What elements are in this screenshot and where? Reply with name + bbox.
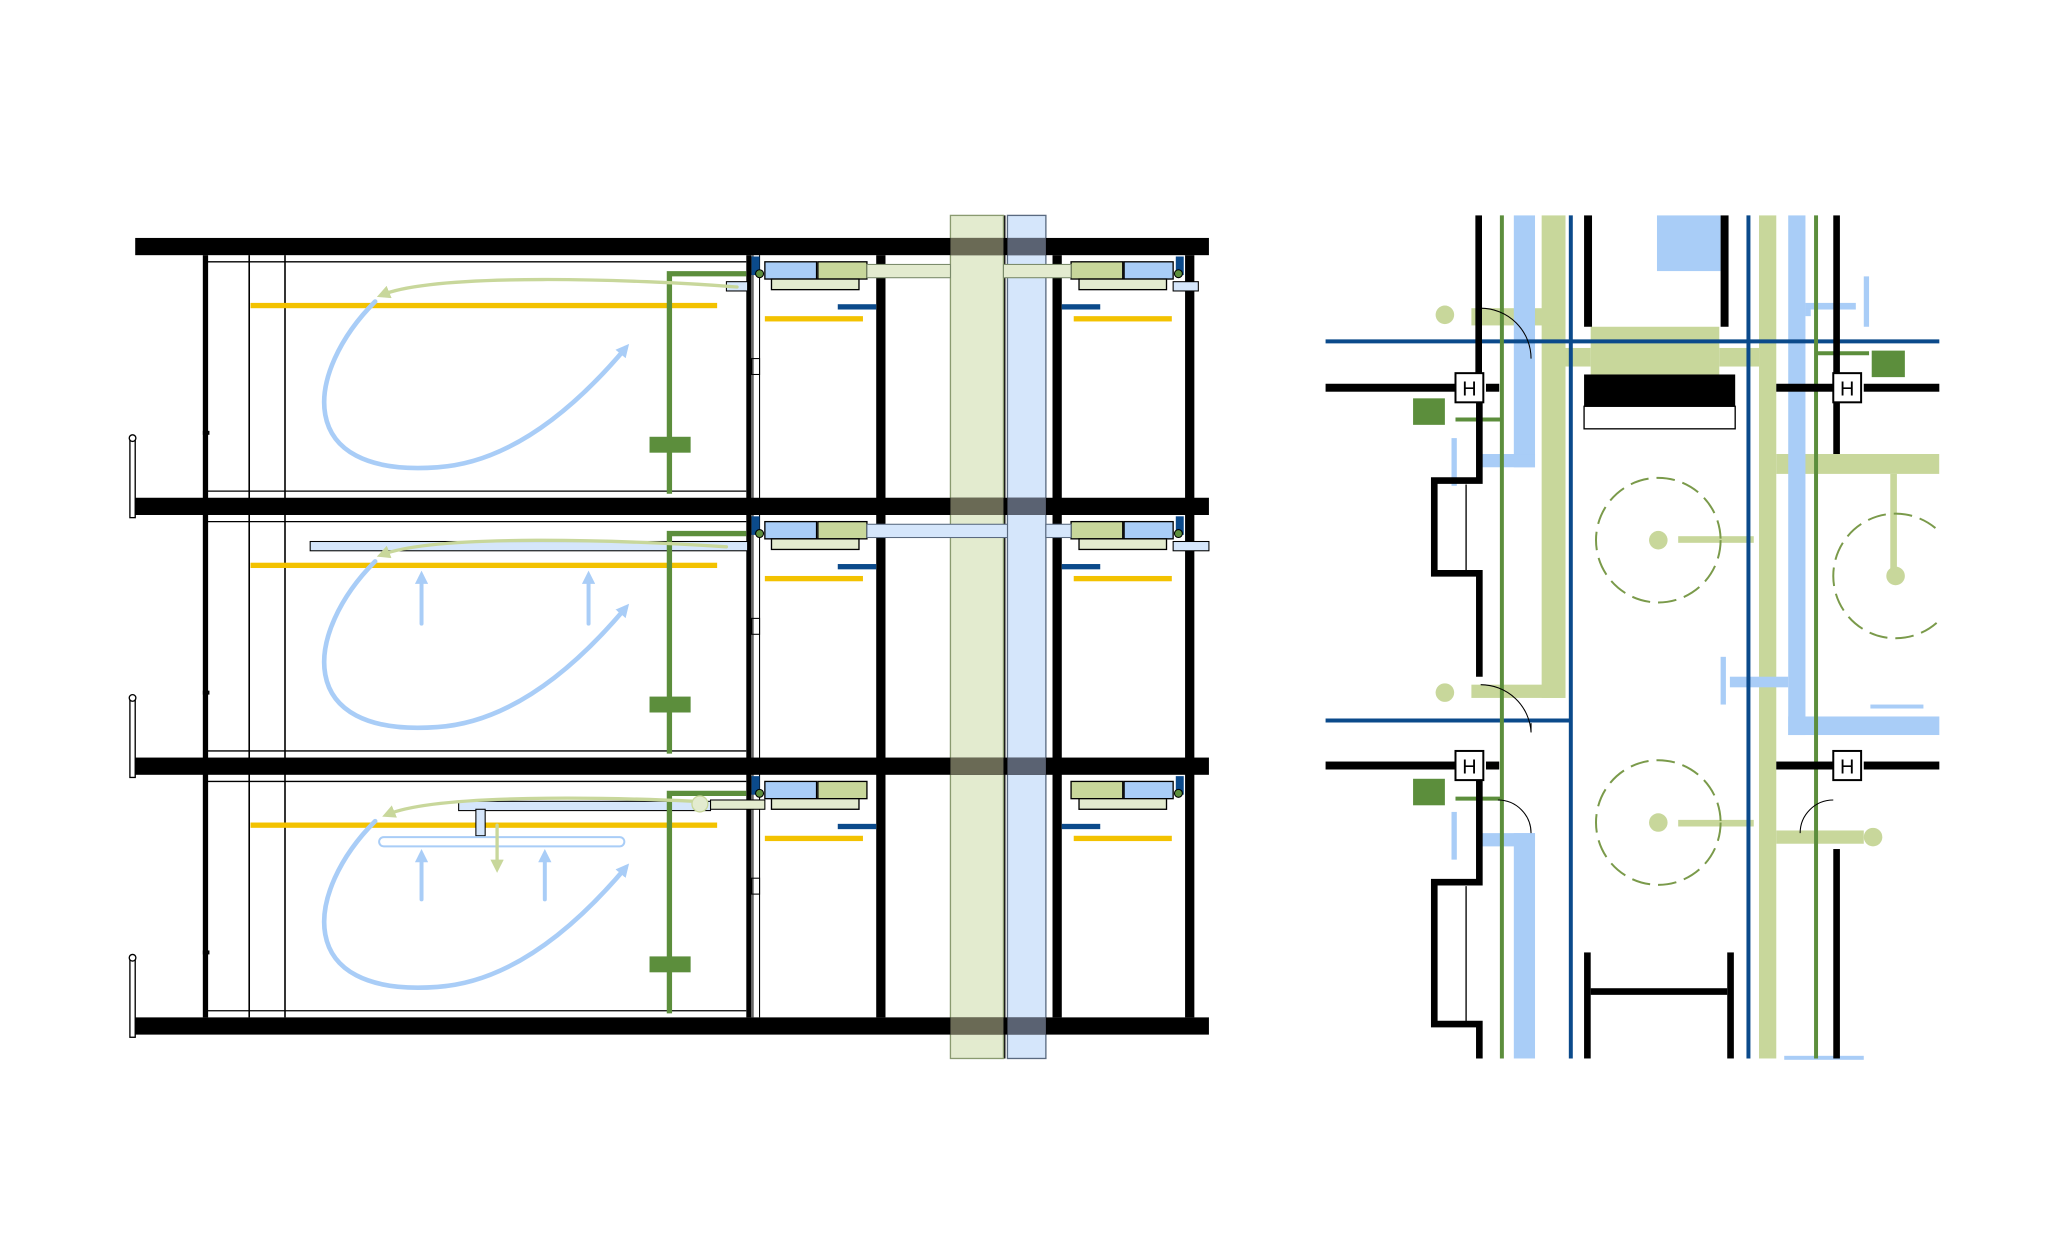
horizontal-ducts <box>309 263 1210 848</box>
corridor-walls <box>746 255 1195 1018</box>
air-handling-units <box>764 261 1174 810</box>
fire-hydrant-icon: H <box>1454 749 1485 782</box>
svg-text:H: H <box>1462 379 1476 401</box>
pipe-fittings <box>755 269 1183 798</box>
plan-grille-dots <box>1435 305 1883 847</box>
floor-slabs <box>135 237 1209 1035</box>
water-pipes <box>666 271 747 1014</box>
plan-facade <box>1430 391 1483 1059</box>
plan-water-mains <box>1325 215 1940 1059</box>
facade-fins <box>128 434 137 1038</box>
ceiling-lines <box>205 261 747 1012</box>
supply-shaft <box>1004 214 1047 1060</box>
plan-clip-mask <box>1939 438 2052 704</box>
floor-plan: H H H H <box>1325 215 2052 1060</box>
fire-hydrant-icon: H <box>1832 372 1863 404</box>
exhaust-grille <box>691 795 709 813</box>
airflow-arrows <box>322 277 739 990</box>
fire-hydrant-icon: H <box>1832 749 1863 782</box>
plan-doors <box>1480 307 1834 834</box>
shaft-slab-crossings <box>950 237 1046 1035</box>
plan-fire-valves <box>1413 350 1905 806</box>
plan-walls <box>1325 215 1940 1059</box>
exhaust-shaft <box>949 214 1005 1060</box>
facade-columns <box>202 255 286 1018</box>
plan-sprinkler-pipes <box>1455 215 1870 1059</box>
fire-hydrant-icon: H <box>1454 372 1485 404</box>
svg-text:H: H <box>1840 756 1854 778</box>
sprinkler-head-icon <box>1595 759 1722 886</box>
sprinkler-head-icon <box>1595 476 1722 604</box>
building-section <box>128 214 1210 1060</box>
ceiling-dampers <box>751 256 1184 830</box>
fire-valves <box>649 436 691 973</box>
svg-text:H: H <box>1840 379 1854 401</box>
svg-text:H: H <box>1462 756 1476 778</box>
plan-opening <box>1583 405 1736 430</box>
